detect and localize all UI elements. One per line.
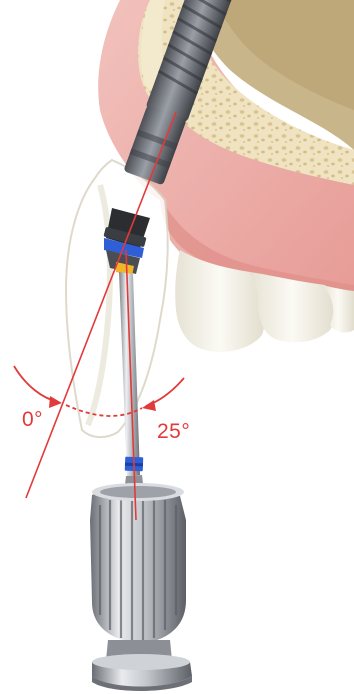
angle-label-min: 0° [22, 409, 43, 430]
curved-arrow-icon [14, 366, 62, 408]
driver-handle [90, 483, 192, 691]
front-tooth-outline [66, 160, 168, 437]
curved-arrow-icon [142, 378, 184, 411]
angle-label-max: 25° [157, 421, 190, 442]
